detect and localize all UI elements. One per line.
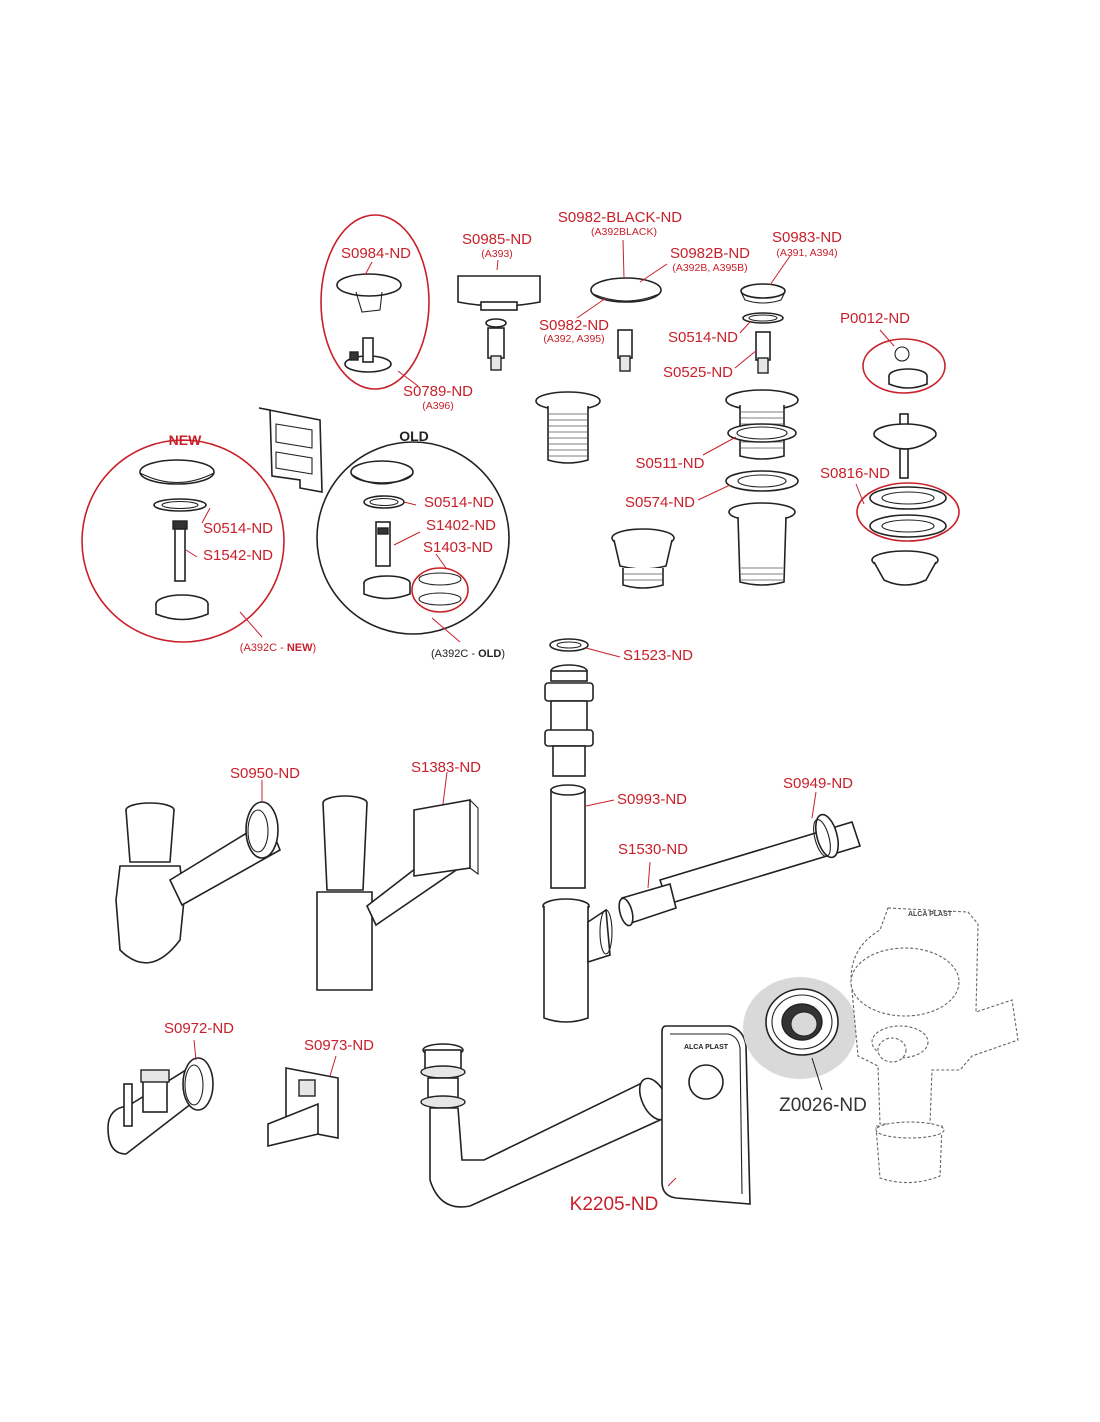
part-short-body [611,528,675,589]
old-assembly [316,441,510,643]
brand-siphon: ALCA PLAST [908,911,953,918]
label-a392b-a395b: (A392B, A395B) [672,262,747,274]
label-s0973: S0973-ND [304,1037,374,1054]
label-s1530: S1530-ND [618,841,688,858]
label-s0574: S0574-ND [625,494,695,511]
label-a392black: (A392BLACK) [591,226,657,238]
label-s0950: S0950-ND [230,765,300,782]
label-k2205: K2205-ND [570,1194,659,1215]
label-z0026: Z0026-ND [779,1095,867,1116]
label-s0816: S0816-ND [820,465,890,482]
part-s0972-valve [107,1039,214,1155]
part-s0985 [457,259,541,371]
label-s0993: S0993-ND [617,791,687,808]
part-s1383-siphon [316,771,479,991]
label-a393: (A393) [481,248,513,260]
part-p0012 [862,329,946,394]
label-s0982-black: S0982-BLACK-ND [558,209,682,226]
label-s0982: S0982-ND [539,317,609,334]
part-threaded-body [535,391,601,464]
label-a396: (A396) [422,400,454,412]
part-u-siphon [420,1043,670,1208]
label-s0525: S0525-ND [663,364,733,381]
part-s0983 [734,255,791,374]
part-s0982-cap [576,239,668,372]
part-s0984-group [320,214,430,390]
label-s0983: S0983-ND [772,229,842,246]
part-z0026 [743,977,857,1091]
label-s1523: S1523-ND [623,647,693,664]
new-header: NEW [169,432,202,448]
label-s0789: S0789-ND [403,383,473,400]
label-s0982b: S0982B-ND [670,245,750,262]
label-s0984: S0984-ND [341,245,411,262]
label-p0012: P0012-ND [840,310,910,327]
label-a391-a394: (A391, A394) [776,247,837,259]
part-s0816 [855,413,960,586]
label-s1542: S1542-ND [203,547,273,564]
brand-plate: ALCA PLAST [684,1044,729,1051]
label-s1402: S1402-ND [426,517,496,534]
label-s0514-new: S0514-ND [203,520,273,537]
old-header: OLD [399,428,429,444]
label-s0972: S0972-ND [164,1020,234,1037]
part-k2205-plate [661,1025,751,1205]
label-s0949: S0949-ND [783,775,853,792]
label-s0985: S0985-ND [462,231,532,248]
label-a392-a395: (A392, A395) [543,333,604,345]
label-s1403: S1403-ND [423,539,493,556]
part-gasket-frame [258,407,323,493]
part-s0973-valve [267,1055,339,1148]
part-concealed-siphon [850,907,1019,1184]
label-s1383: S1383-ND [411,759,481,776]
part-s0511-waste [697,389,799,586]
part-s0949-pipe [618,791,862,927]
part-center-siphon [542,638,621,1023]
new-assembly [81,439,285,643]
label-s0511: S0511-ND [636,455,705,472]
label-s0514-old: S0514-ND [424,494,494,511]
label-s0514-top: S0514-ND [668,329,738,346]
label-a392c-new: (A392C - NEW) [240,642,316,654]
part-s0950-siphon [115,780,282,964]
label-a392c-old: (A392C - OLD) [431,648,505,660]
